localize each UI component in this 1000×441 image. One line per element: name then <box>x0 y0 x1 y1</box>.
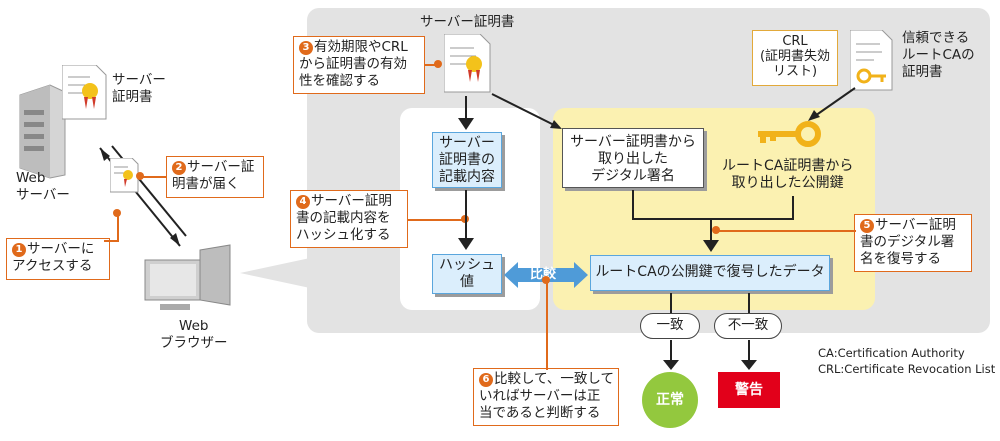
compare-arrow <box>504 262 588 288</box>
top-cert-label: サーバー証明書 <box>420 14 515 30</box>
root-to-key-arrow <box>808 87 856 121</box>
match-label: 一致 <box>640 313 700 339</box>
cert-to-verify-arrow <box>491 93 562 129</box>
root-ca-certificate-icon <box>850 30 893 91</box>
browser-icon <box>144 244 231 310</box>
mismatch-label: 不一致 <box>714 313 782 339</box>
crl-box: CRL (証明書失効 リスト) <box>752 30 838 86</box>
server-label: Web サーバー <box>16 170 70 203</box>
normal-badge: 正常 <box>642 372 698 428</box>
decrypted-data-box: ルートCAの公開鍵で復号したデータ <box>590 255 830 291</box>
legend-ca: CA:Certification Authority <box>818 346 965 360</box>
warning-badge: 警告 <box>718 372 780 408</box>
public-key-icon <box>758 121 821 147</box>
top-certificate-icon <box>444 34 491 93</box>
panel-pointer <box>240 258 310 288</box>
signature-box: サーバー証明書から 取り出した デジタル署名 <box>562 128 704 188</box>
public-key-label: ルートCA証明書から 取り出した公開鍵 <box>722 158 854 191</box>
server-certificate-icon <box>62 65 107 120</box>
server-icon <box>19 84 66 179</box>
browser-label: Web ブラウザー <box>160 318 228 351</box>
cert-content-box: サーバー 証明書の 記載内容 <box>432 132 502 188</box>
legend-crl: CRL:Certificate Revocation List <box>818 362 996 376</box>
server-cert-label: サーバー 証明書 <box>112 72 166 105</box>
step-1-leader <box>117 212 119 242</box>
hash-value-box: ハッシュ 値 <box>432 254 502 294</box>
root-ca-label: 信頼できる ルートCAの 証明書 <box>902 30 975 80</box>
